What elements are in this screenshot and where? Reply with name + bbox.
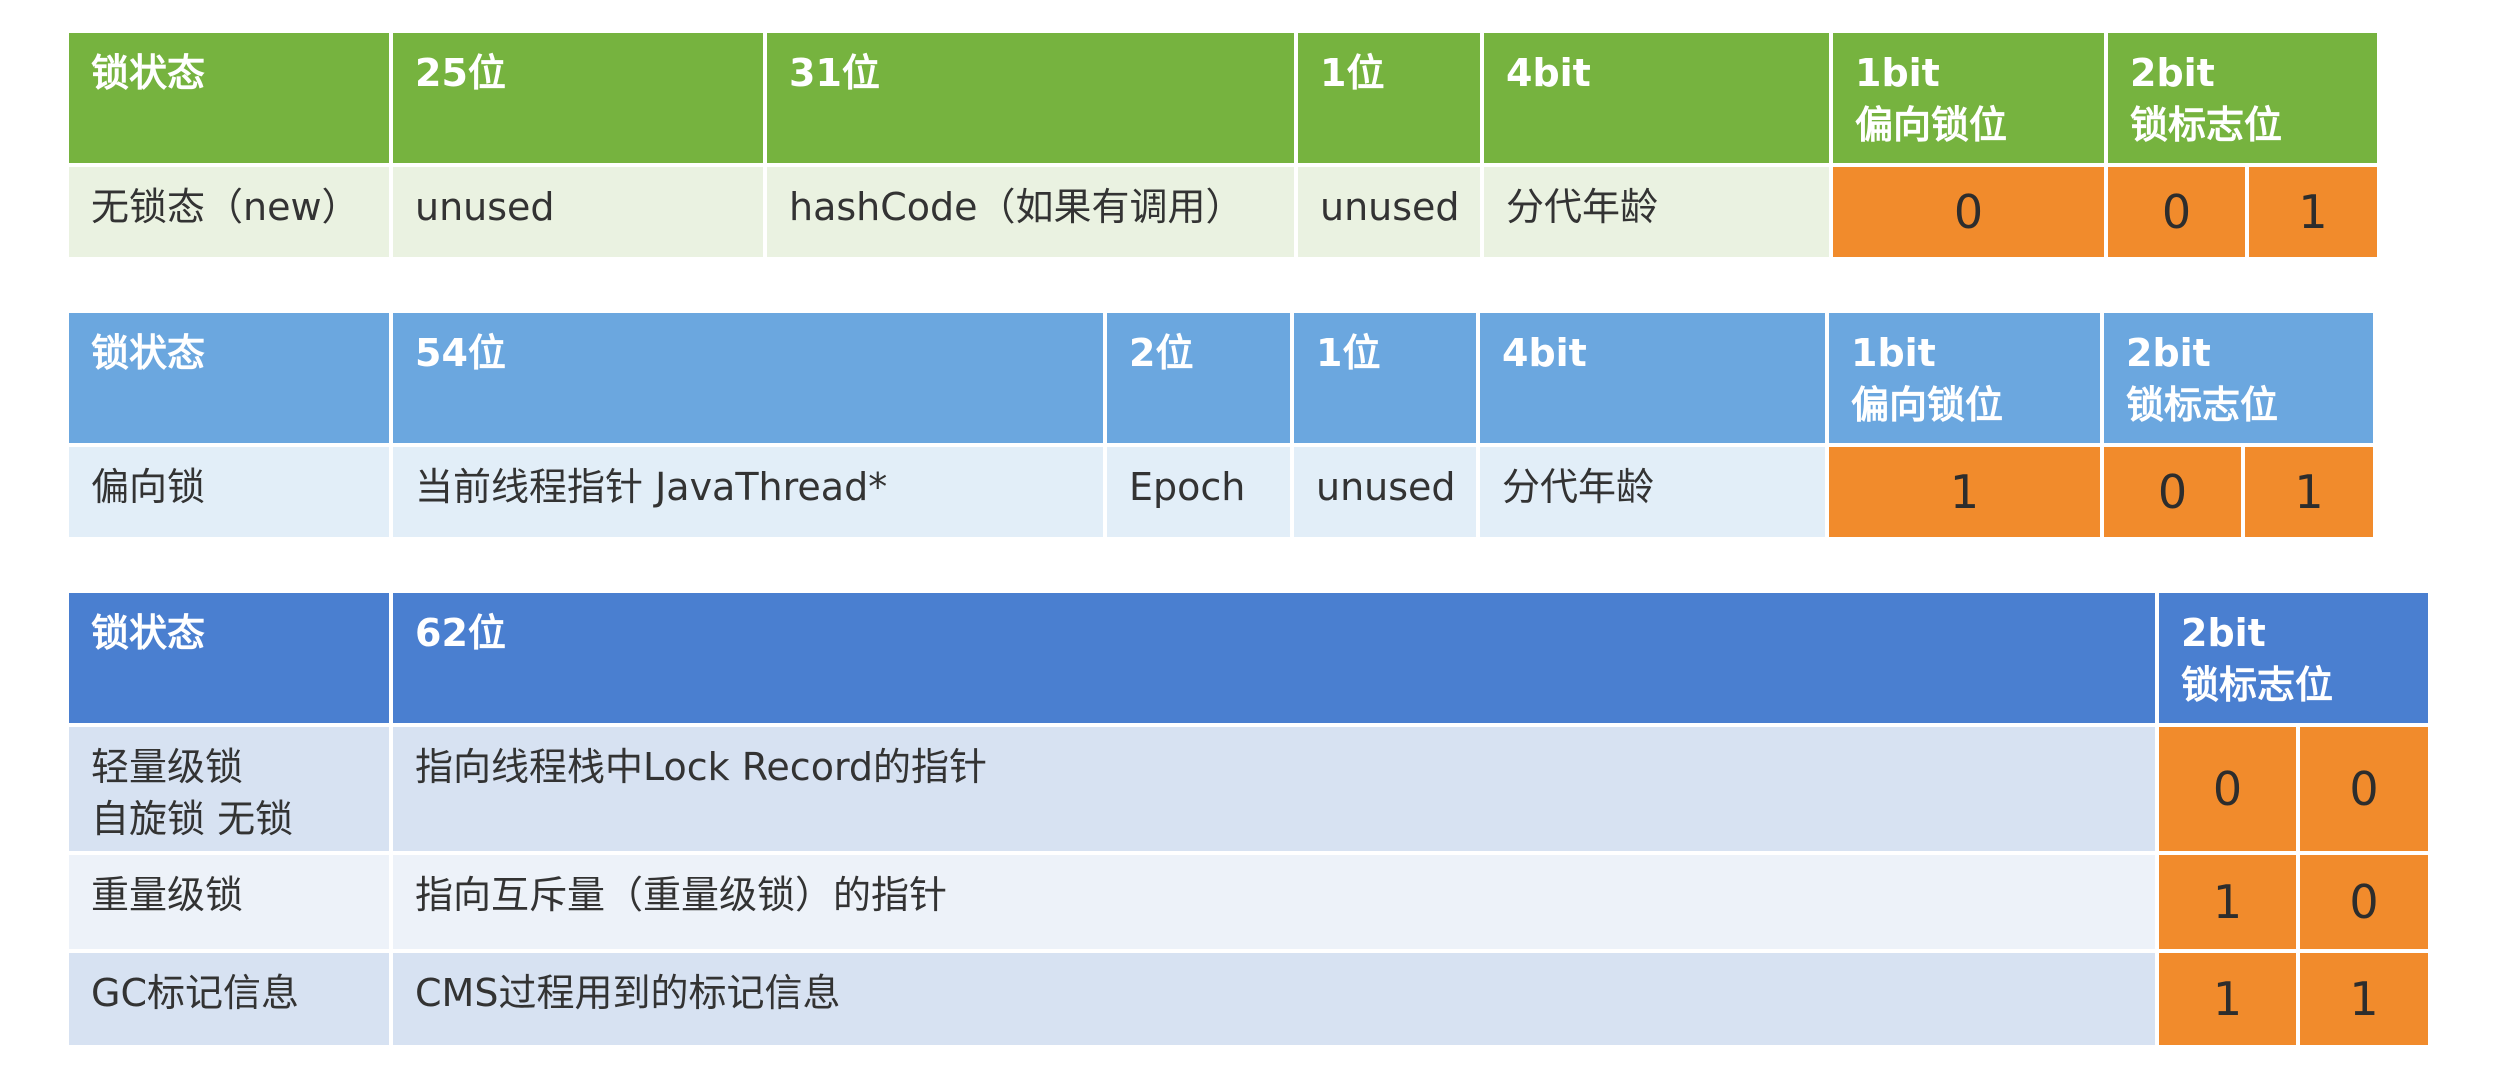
flag-bit-value: 0 xyxy=(2104,447,2241,537)
cell-1-bit: unused xyxy=(1298,167,1480,257)
cell-54-bits: 当前线程指针 JavaThread* xyxy=(393,447,1103,537)
row-state: GC标记信息 xyxy=(69,953,389,1045)
cell-age: 分代年龄 xyxy=(1484,167,1829,257)
cell-content: 指向互斥量（重量级锁）的指针 xyxy=(393,855,2155,949)
header-lock-state: 锁状态 xyxy=(69,33,389,163)
mark-word-table-locks: 锁状态 62位 2bit 锁标志位 轻量级锁 自旋锁 无锁 指向线程栈中Lock… xyxy=(69,593,2428,1045)
header-lock-state: 锁状态 xyxy=(69,313,389,443)
header-lock-flag-bits: 2bit 锁标志位 xyxy=(2159,593,2428,723)
header-4bit: 4bit xyxy=(1484,33,1829,163)
cell-1-bit: unused xyxy=(1294,447,1476,537)
biased-bit-value: 0 xyxy=(1833,167,2104,257)
flag-bit-value: 1 xyxy=(2249,167,2377,257)
row-state: 偏向锁 xyxy=(69,447,389,537)
header-lock-flag-bits: 2bit 锁标志位 xyxy=(2104,313,2373,443)
header-biased-bit: 1bit 偏向锁位 xyxy=(1829,313,2100,443)
header-31-bits: 31位 xyxy=(767,33,1294,163)
cell-content: CMS过程用到的标记信息 xyxy=(393,953,2155,1045)
cell-content: 指向线程栈中Lock Record的指针 xyxy=(393,727,2155,851)
mark-word-table-biased: 锁状态 54位 2位 1位 4bit 1bit 偏向锁位 2bit 锁标志位 偏… xyxy=(69,313,2373,537)
flag-bit-value: 1 xyxy=(2159,855,2296,949)
header-25-bits: 25位 xyxy=(393,33,763,163)
flag-bit-value: 1 xyxy=(2159,953,2296,1045)
row-state: 无锁态（new） xyxy=(69,167,389,257)
header-lock-state: 锁状态 xyxy=(69,593,389,723)
header-1-bit: 1位 xyxy=(1294,313,1476,443)
flag-bit-value: 0 xyxy=(2159,727,2296,851)
header-1-bit: 1位 xyxy=(1298,33,1480,163)
header-62-bits: 62位 xyxy=(393,593,2155,723)
header-biased-bit: 1bit 偏向锁位 xyxy=(1833,33,2104,163)
cell-epoch: Epoch xyxy=(1107,447,1290,537)
row-state: 轻量级锁 自旋锁 无锁 xyxy=(69,727,389,851)
cell-31-bits: hashCode（如果有调用） xyxy=(767,167,1294,257)
row-state: 重量级锁 xyxy=(69,855,389,949)
header-54-bits: 54位 xyxy=(393,313,1103,443)
flag-bit-value: 1 xyxy=(2300,953,2428,1045)
flag-bit-value: 1 xyxy=(2245,447,2373,537)
mark-word-table-normal: 锁状态 25位 31位 1位 4bit 1bit 偏向锁位 2bit 锁标志位 … xyxy=(69,33,2377,257)
flag-bit-value: 0 xyxy=(2300,855,2428,949)
cell-age: 分代年龄 xyxy=(1480,447,1825,537)
biased-bit-value: 1 xyxy=(1829,447,2100,537)
header-4bit: 4bit xyxy=(1480,313,1825,443)
flag-bit-value: 0 xyxy=(2108,167,2245,257)
header-lock-flag-bits: 2bit 锁标志位 xyxy=(2108,33,2377,163)
cell-25-bits: unused xyxy=(393,167,763,257)
flag-bit-value: 0 xyxy=(2300,727,2428,851)
header-2-bits: 2位 xyxy=(1107,313,1290,443)
